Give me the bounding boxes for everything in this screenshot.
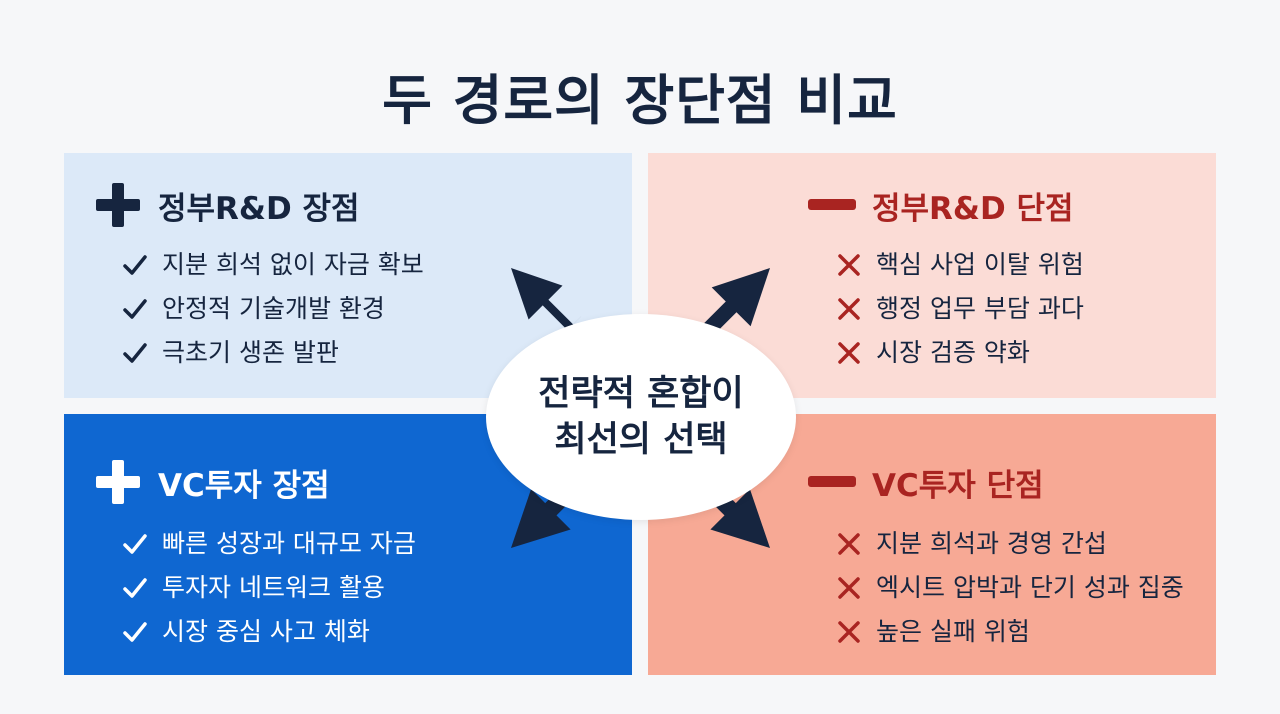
- center-callout: 전략적 혼합이 최선의 선택: [486, 314, 796, 520]
- plus-icon: [96, 460, 140, 504]
- x-icon: [838, 342, 860, 364]
- list-item: 시장 검증 약화: [836, 331, 1084, 375]
- arrow-up-left-icon: [511, 268, 582, 331]
- check-icon: [123, 255, 147, 275]
- list-item: 투자자 네트워크 활용: [122, 566, 416, 610]
- list-item-text: 핵심 사업 이탈 위험: [876, 250, 1084, 279]
- list-item: 지분 희석 없이 자금 확보: [122, 243, 424, 287]
- gov-rd-pros-title: 정부R&D 장점: [158, 190, 360, 227]
- list-item-text: 투자자 네트워크 활용: [162, 573, 385, 602]
- list-item-text: 시장 중심 사고 체화: [162, 617, 370, 646]
- check-icon: [123, 534, 147, 554]
- x-icon: [838, 254, 860, 276]
- list-item: 빠른 성장과 대규모 자금: [122, 522, 416, 566]
- check-icon: [123, 299, 147, 319]
- vc-cons-heading: VC투자 단점: [806, 456, 1044, 508]
- gov-rd-pros-heading: 정부R&D 장점: [92, 179, 360, 231]
- center-text-line-1: 전략적 혼합이: [538, 374, 744, 414]
- x-icon: [838, 298, 860, 320]
- list-item-text: 극초기 생존 발판: [162, 338, 339, 367]
- gov-rd-cons-list: 핵심 사업 이탈 위험 행정 업무 부담 과다 시장 검증 약화: [836, 243, 1084, 375]
- gov-rd-cons-title: 정부R&D 단점: [872, 190, 1074, 227]
- plus-icon: [96, 183, 140, 227]
- gov-rd-pros-list: 지분 희석 없이 자금 확보 안정적 기술개발 환경 극초기 생존 발판: [122, 243, 424, 375]
- x-icon: [838, 577, 860, 599]
- list-item-text: 지분 희석과 경영 간섭: [876, 529, 1107, 558]
- list-item: 극초기 생존 발판: [122, 331, 424, 375]
- list-item: 지분 희석과 경영 간섭: [836, 522, 1184, 566]
- list-item: 엑시트 압박과 단기 성과 집중: [836, 566, 1184, 610]
- list-item-text: 엑시트 압박과 단기 성과 집중: [876, 573, 1184, 602]
- list-item: 안정적 기술개발 환경: [122, 287, 424, 331]
- gov-rd-cons-heading: 정부R&D 단점: [806, 179, 1074, 231]
- vc-cons-title: VC투자 단점: [872, 467, 1044, 504]
- list-item-text: 안정적 기술개발 환경: [162, 294, 385, 323]
- list-item-text: 빠른 성장과 대규모 자금: [162, 529, 416, 558]
- vc-pros-heading: VC투자 장점: [92, 456, 330, 508]
- list-item: 핵심 사업 이탈 위험: [836, 243, 1084, 287]
- list-item: 행정 업무 부담 과다: [836, 287, 1084, 331]
- list-item: 높은 실패 위험: [836, 610, 1184, 654]
- gov-rd-pros-panel: 정부R&D 장점 지분 희석 없이 자금 확보 안정적 기술개발 환경 극초기 …: [64, 153, 632, 398]
- minus-icon: [808, 476, 856, 487]
- vc-cons-list: 지분 희석과 경영 간섭 엑시트 압박과 단기 성과 집중 높은 실패 위험: [836, 522, 1184, 654]
- list-item-text: 높은 실패 위험: [876, 617, 1030, 646]
- minus-icon: [808, 199, 856, 210]
- list-item: 시장 중심 사고 체화: [122, 610, 416, 654]
- page-title: 두 경로의 장단점 비교: [382, 69, 898, 132]
- x-icon: [838, 621, 860, 643]
- x-icon: [838, 533, 860, 555]
- center-text-line-2: 최선의 선택: [554, 420, 728, 460]
- check-icon: [123, 343, 147, 363]
- check-icon: [123, 622, 147, 642]
- arrow-up-right-icon: [697, 268, 770, 338]
- vc-pros-list: 빠른 성장과 대규모 자금 투자자 네트워크 활용 시장 중심 사고 체화: [122, 522, 416, 654]
- check-icon: [123, 578, 147, 598]
- list-item-text: 시장 검증 약화: [876, 338, 1030, 367]
- list-item-text: 행정 업무 부담 과다: [876, 294, 1084, 323]
- vc-pros-title: VC투자 장점: [158, 467, 330, 504]
- list-item-text: 지분 희석 없이 자금 확보: [162, 250, 424, 279]
